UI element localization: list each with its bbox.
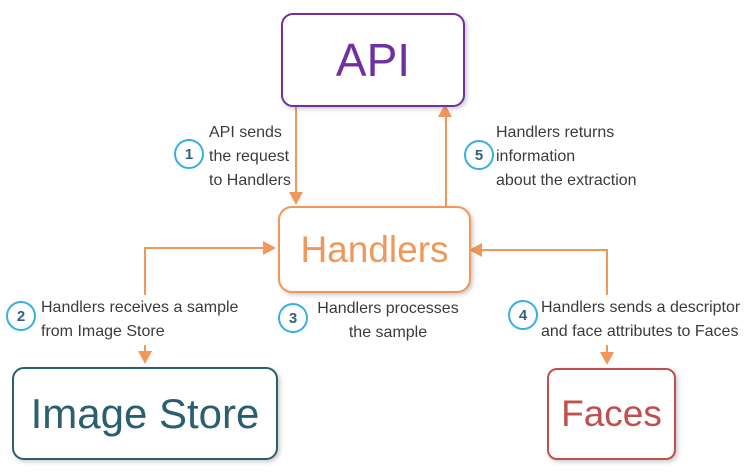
node-image-store-label: Image Store — [30, 389, 260, 437]
step4-line: Handlers sends a descriptor — [541, 299, 741, 316]
step5-number-badge: 5 — [464, 140, 494, 170]
step3-line: Handlers processes — [317, 300, 459, 317]
step5-line: about the extraction — [496, 172, 637, 189]
arrow-down-icon — [600, 352, 614, 365]
node-faces: Faces — [547, 368, 676, 460]
step4-number-badge: 4 — [508, 300, 538, 330]
step1-line: to Handlers — [209, 172, 291, 189]
step1-line: the request — [209, 148, 290, 165]
step2-label: Handlers receives a sample from Image St… — [38, 295, 242, 345]
step3-number-badge: 3 — [278, 303, 308, 333]
step5-label: Handlers returns information about the e… — [496, 121, 637, 193]
step2-line: Handlers receives a sample — [41, 299, 239, 316]
node-api: API — [281, 13, 465, 107]
connector-api-to-handlers-line — [295, 104, 297, 193]
connector-handlers-to-api-line — [445, 116, 447, 206]
step1-number-badge: 1 — [174, 139, 204, 169]
arrow-right-icon — [263, 241, 276, 255]
connector-faces-horizontal-line — [482, 249, 607, 251]
node-handlers-label: Handlers — [300, 228, 449, 270]
step5-number: 5 — [474, 146, 484, 164]
step1-line: API sends — [209, 124, 282, 141]
node-image-store: Image Store — [12, 367, 278, 460]
node-api-label: API — [335, 34, 411, 86]
node-faces-label: Faces — [561, 393, 662, 434]
step2-number-badge: 2 — [6, 301, 36, 331]
step4-line: and face attributes to Faces — [541, 323, 739, 340]
step4-label: Handlers sends a descriptor and face att… — [538, 295, 744, 345]
arrow-down-icon — [138, 351, 152, 364]
step2-number: 2 — [16, 307, 26, 325]
connector-imagestore-horizontal-line — [145, 247, 264, 249]
step1-label: API sends the request to Handlers — [209, 121, 291, 193]
step4-number: 4 — [518, 306, 528, 324]
node-handlers: Handlers — [278, 206, 471, 293]
step2-line: from Image Store — [41, 323, 165, 340]
step1-number: 1 — [184, 145, 194, 163]
arrow-down-icon — [289, 192, 303, 205]
step5-line: Handlers returns — [496, 124, 615, 141]
arrow-up-icon — [438, 104, 452, 117]
step3-line: the sample — [348, 324, 428, 341]
step3-label: Handlers processes the sample — [303, 297, 473, 345]
step5-line: information — [496, 148, 576, 165]
arrow-left-icon — [469, 243, 482, 257]
step3-number: 3 — [288, 309, 298, 327]
